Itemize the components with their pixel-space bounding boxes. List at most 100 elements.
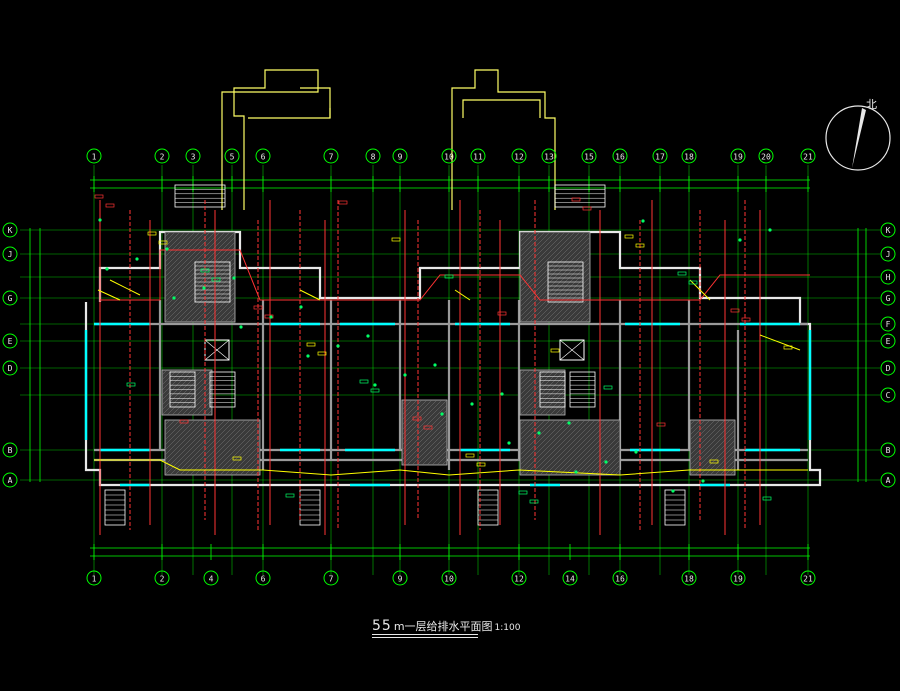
- axis-label-left: B: [8, 446, 13, 455]
- pipe-node: [701, 479, 705, 483]
- axis-label-bottom: 16: [615, 575, 625, 584]
- drain-branch: [689, 279, 711, 301]
- axis-label-right: A: [886, 476, 891, 485]
- axis-label-bottom: 7: [329, 575, 334, 584]
- stair: [664, 489, 686, 526]
- fixture-tag: [94, 194, 104, 199]
- pipe-node: [403, 373, 407, 377]
- axis-label-top: 19: [733, 153, 743, 162]
- axis-bubble-left: [2, 333, 18, 349]
- axis-label-top: 18: [684, 153, 694, 162]
- axis-bubble-top: [681, 148, 697, 164]
- title-unit: m: [393, 620, 405, 633]
- fixture-tag: [200, 268, 210, 273]
- fixture-tag: [105, 203, 115, 208]
- axis-label-left: A: [8, 476, 13, 485]
- drain-branch: [299, 289, 321, 301]
- axis-label-bottom: 1: [92, 575, 97, 584]
- axis-bubble-bottom: [203, 570, 219, 586]
- axis-bubble-bottom: [800, 570, 816, 586]
- pipe-node: [239, 325, 243, 329]
- pipe-node: [641, 219, 645, 223]
- axis-label-left: G: [8, 294, 13, 303]
- axis-label-top: 1: [92, 153, 97, 162]
- pipe-node: [105, 267, 109, 271]
- fixture-tag: [179, 419, 189, 424]
- axis-label-bottom: 12: [514, 575, 524, 584]
- pipe-layer: [94, 194, 810, 535]
- fixture-tag: [465, 453, 475, 458]
- axis-bubble-top: [652, 148, 668, 164]
- fixture-tag: [730, 308, 740, 313]
- drain-branch: [109, 279, 141, 296]
- axis-label-top: 2: [160, 153, 165, 162]
- fixture-tag: [444, 274, 454, 279]
- pipe-node: [299, 305, 303, 309]
- stair: [477, 489, 499, 526]
- axis-bubble-left: [2, 442, 18, 458]
- fixture-tag: [529, 499, 539, 504]
- fixture-tag: [582, 206, 592, 211]
- north-label: 北: [866, 98, 877, 111]
- axis-label-top: 17: [655, 153, 665, 162]
- axis-bubble-bottom: [681, 570, 697, 586]
- axis-bubble-top: [758, 148, 774, 164]
- axis-label-right: D: [886, 364, 891, 373]
- axis-bubble-bottom: [392, 570, 408, 586]
- fixture-tag: [264, 314, 274, 319]
- axis-bubble-bottom: [441, 570, 457, 586]
- axis-bubble-top: [224, 148, 240, 164]
- axis-bubble-right: [880, 442, 896, 458]
- fixture-tag: [359, 379, 369, 384]
- fixture-tag: [211, 277, 221, 282]
- pipe-node: [232, 276, 236, 280]
- fixture-tag: [550, 348, 560, 353]
- axis-label-top: 16: [615, 153, 625, 162]
- fixture-tag: [317, 351, 327, 356]
- axis-label-top: 5: [230, 153, 235, 162]
- axis-bubble-left: [2, 360, 18, 376]
- pipe-node: [202, 286, 206, 290]
- pipe-node: [433, 363, 437, 367]
- pipe-node: [440, 412, 444, 416]
- pipe-node: [604, 460, 608, 464]
- axis-label-bottom: 4: [209, 575, 214, 584]
- axis-bubble-right: [880, 316, 896, 332]
- pipe-node: [634, 450, 638, 454]
- axis-bubble-right: [880, 222, 896, 238]
- axis-bubble-bottom: [511, 570, 527, 586]
- axis-label-bottom: 14: [565, 575, 575, 584]
- north-arrow: [825, 105, 891, 171]
- drain-main: [94, 459, 808, 476]
- axis-bubble-bottom: [255, 570, 271, 586]
- pipe-node: [768, 228, 772, 232]
- wall-layer: [84, 69, 822, 526]
- fixture-tag: [497, 311, 507, 316]
- pipe-node: [98, 218, 102, 222]
- fixture-tag: [656, 422, 666, 427]
- pipe-node: [567, 421, 571, 425]
- axis-bubble-left: [2, 246, 18, 262]
- axis-label-right: J: [886, 250, 891, 259]
- axis-label-top: 6: [261, 153, 266, 162]
- pipe-node: [366, 334, 370, 338]
- stair: [554, 184, 606, 208]
- axis-bubble-top: [541, 148, 557, 164]
- axis-bubble-left: [2, 290, 18, 306]
- axis-bubble-top: [154, 148, 170, 164]
- tower-outline: [451, 69, 556, 210]
- axis-bubble-top: [511, 148, 527, 164]
- axis-label-left: J: [8, 250, 13, 259]
- elevator: [559, 339, 585, 361]
- axis-bubble-right: [880, 246, 896, 262]
- axis-bubble-top: [86, 148, 102, 164]
- fixture-tag: [518, 490, 528, 495]
- axis-bubble-top: [392, 148, 408, 164]
- pipe-node: [135, 257, 139, 261]
- pipe-node: [165, 247, 169, 251]
- fixture-tag: [476, 462, 486, 467]
- axis-bubble-top: [255, 148, 271, 164]
- drain-branch: [759, 334, 801, 351]
